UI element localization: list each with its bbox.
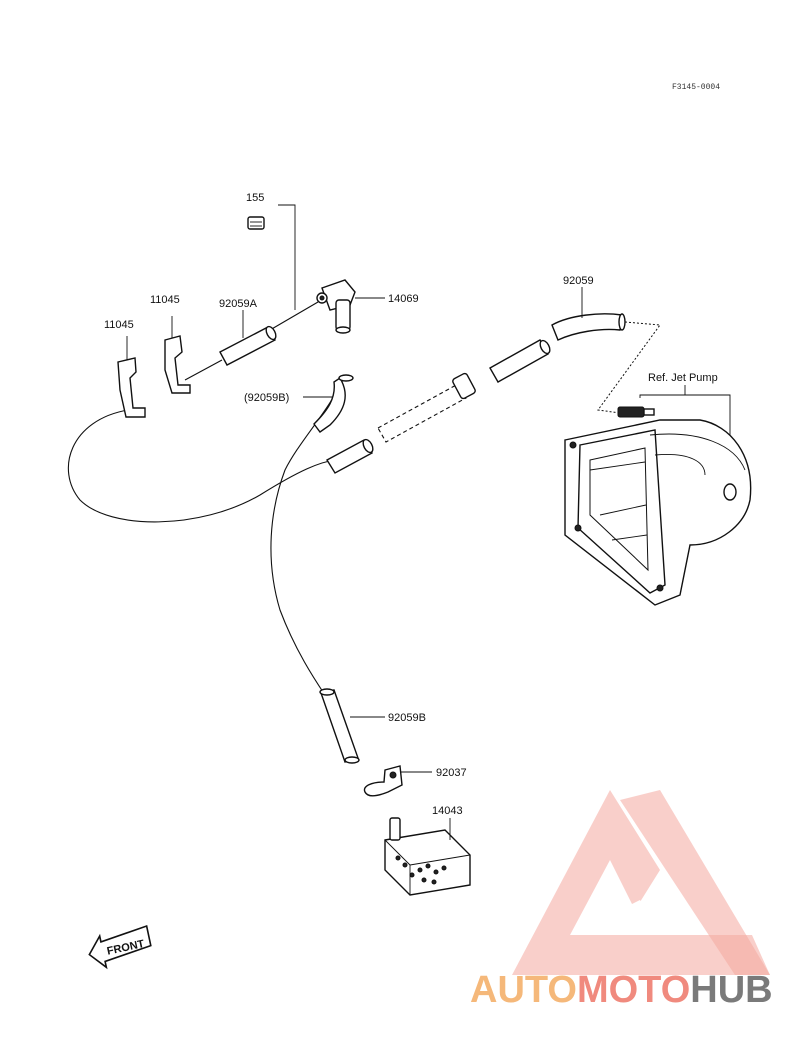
label-11045-left: 11045 xyxy=(104,319,134,331)
leader-155 xyxy=(278,204,296,310)
clip-11045-left-icon xyxy=(117,357,146,418)
label-155: 155 xyxy=(246,192,264,204)
pipe-dashed-icon xyxy=(377,372,476,443)
bolt-155-icon xyxy=(247,216,265,230)
label-92059: 92059 xyxy=(563,275,594,287)
label-92037: 92037 xyxy=(436,767,467,779)
connection-line xyxy=(597,321,661,414)
pump-fitting-icon xyxy=(617,406,655,418)
label-92059a: 92059A xyxy=(219,298,258,310)
filter-14043-icon xyxy=(384,817,471,896)
tube-to-92059a xyxy=(269,301,319,331)
drain-hose xyxy=(270,374,346,696)
label-11045-right: 11045 xyxy=(150,294,180,306)
jet-pump-icon xyxy=(564,419,752,606)
label-92059b: 92059B xyxy=(388,712,426,724)
drawing-code: F3145-0004 xyxy=(672,83,720,92)
label-ref-jet-pump: Ref. Jet Pump xyxy=(648,372,718,384)
tube-to-clip xyxy=(184,359,223,381)
watermark-part-moto: MOTO xyxy=(577,969,690,1011)
clamp-92037-icon xyxy=(363,765,403,797)
watermark-text: AUTOMOTOHUB xyxy=(470,969,773,1011)
hose-92059b-upper-icon xyxy=(313,374,354,433)
hose-middle-short-icon xyxy=(326,438,374,474)
hose-92059-icon xyxy=(551,313,626,341)
watermark-logo xyxy=(512,790,770,975)
label-14069: 14069 xyxy=(388,293,419,305)
hose-92059a-icon xyxy=(219,325,277,366)
watermark-part-hub: HUB xyxy=(690,969,772,1011)
clip-11045-right-icon xyxy=(164,335,191,394)
vent-hose-loop xyxy=(67,409,336,523)
svg-text:AUTOMOTOHUB: AUTOMOTOHUB xyxy=(470,969,773,1011)
label-14043: 14043 xyxy=(432,805,463,817)
hose-92059b-lower-icon xyxy=(319,688,360,764)
watermark-part-auto: AUTO xyxy=(470,969,577,1011)
label-92059b-paren: (92059B) xyxy=(244,392,289,404)
elbow-fitting-14069-icon xyxy=(316,279,356,334)
hose-middle-upper-icon xyxy=(489,339,551,383)
front-arrow-icon: FRONT xyxy=(88,924,152,970)
